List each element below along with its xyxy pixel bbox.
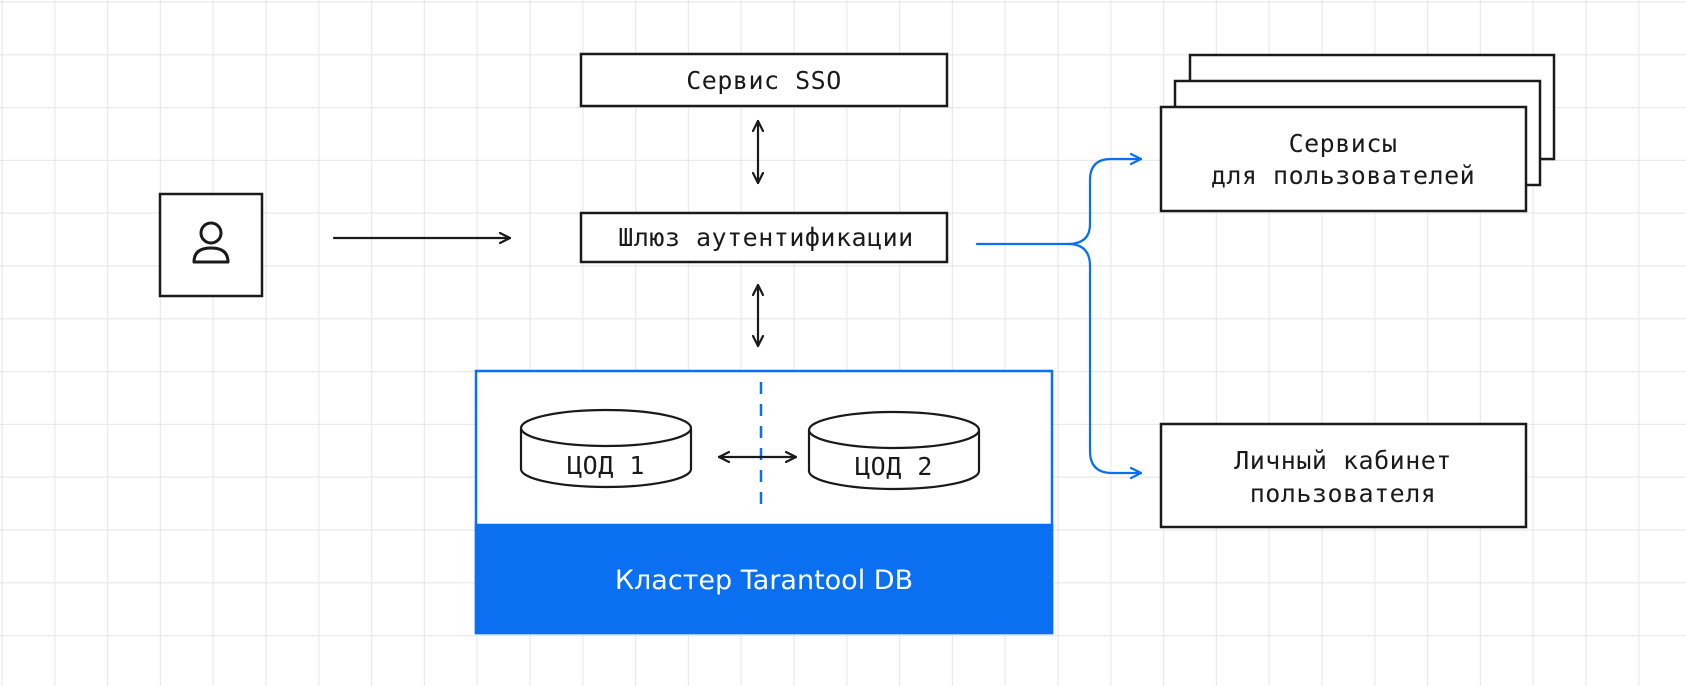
arrow-gateway-to-personal-account [1066, 242, 1143, 473]
datacenter-1: ЦОД 1 [519, 408, 693, 489]
sso-service-label: Сервис SSO [686, 66, 842, 95]
cluster-banner [474, 523, 1054, 635]
datacenter-2-label: ЦОД 2 [855, 452, 933, 481]
user-services-node: Сервисы для пользователей [1159, 53, 1556, 213]
auth-gateway-node: Шлюз аутентификации [579, 211, 949, 264]
personal-account-label-line2: пользователя [1250, 479, 1437, 508]
user-services-label-line2: для пользователей [1211, 161, 1475, 190]
cluster-label: Кластер Tarantool DB [615, 565, 913, 596]
sso-service-node: Сервис SSO [579, 52, 949, 108]
personal-account-label-line1: Личный кабинет [1234, 446, 1452, 475]
gateway-outputs [975, 159, 1143, 473]
user-icon [192, 221, 230, 264]
auth-gateway-label: Шлюз аутентификации [618, 223, 913, 252]
personal-account-node: Личный кабинет пользователя [1159, 422, 1528, 529]
datacenter-1-label: ЦОД 1 [567, 451, 645, 480]
arrow-gateway-to-user-services [975, 159, 1143, 246]
tarantool-cluster: Кластер Tarantool DB ЦОД 1 ЦОД 2 [474, 369, 1054, 635]
datacenter-2: ЦОД 2 [807, 410, 981, 491]
user-services-label-line1: Сервисы [1289, 129, 1398, 158]
user-node [158, 192, 264, 298]
